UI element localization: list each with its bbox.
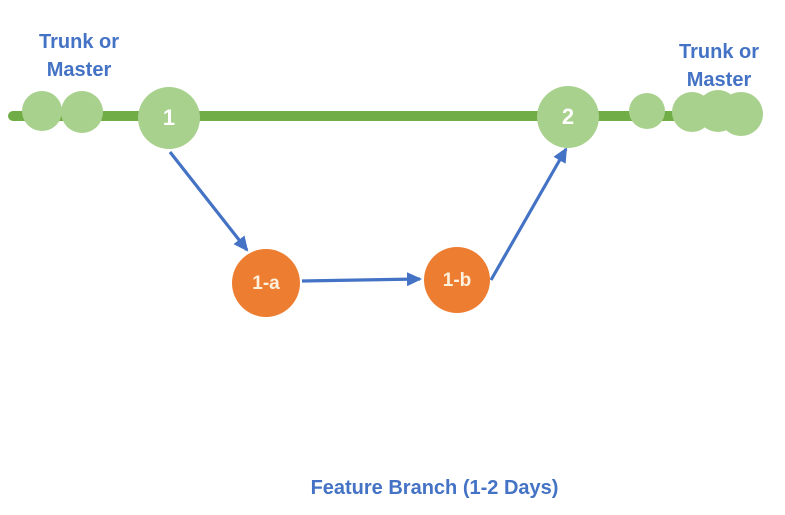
arrow-merge-in: [489, 147, 568, 281]
commit-node-2: 2: [537, 86, 599, 148]
trunk-label-left-line1: Trunk or: [38, 31, 119, 53]
trunk-line: [8, 111, 752, 121]
feature-node-1a-label: 1-a: [252, 272, 280, 294]
arrow-branch-out: [168, 151, 249, 252]
commit-node: [719, 92, 763, 136]
trunk-label-left-line2: Master: [46, 59, 112, 81]
feature-node-1a: 1-a: [232, 249, 300, 317]
trunk-label-right-line2: Master: [686, 69, 752, 91]
trunk-label-right-line1: Trunk or: [678, 41, 759, 63]
commit-node: [61, 91, 103, 133]
diagram-caption: Feature Branch (1-2 Days): [310, 477, 559, 499]
feature-node-1b-label: 1-b: [442, 269, 472, 291]
commit-node: [629, 93, 665, 129]
trunk-label-left: Trunk or Master: [16, 28, 142, 84]
commit-node: [22, 91, 62, 131]
arrow-feature-commit: [301, 272, 422, 287]
trunk-label-right: Trunk or Master: [655, 38, 783, 94]
commit-node-2-label: 2: [561, 104, 575, 129]
feature-node-1b: 1-b: [424, 247, 490, 313]
commit-node-1: 1: [138, 87, 200, 149]
commit-node-1-label: 1: [162, 105, 176, 130]
